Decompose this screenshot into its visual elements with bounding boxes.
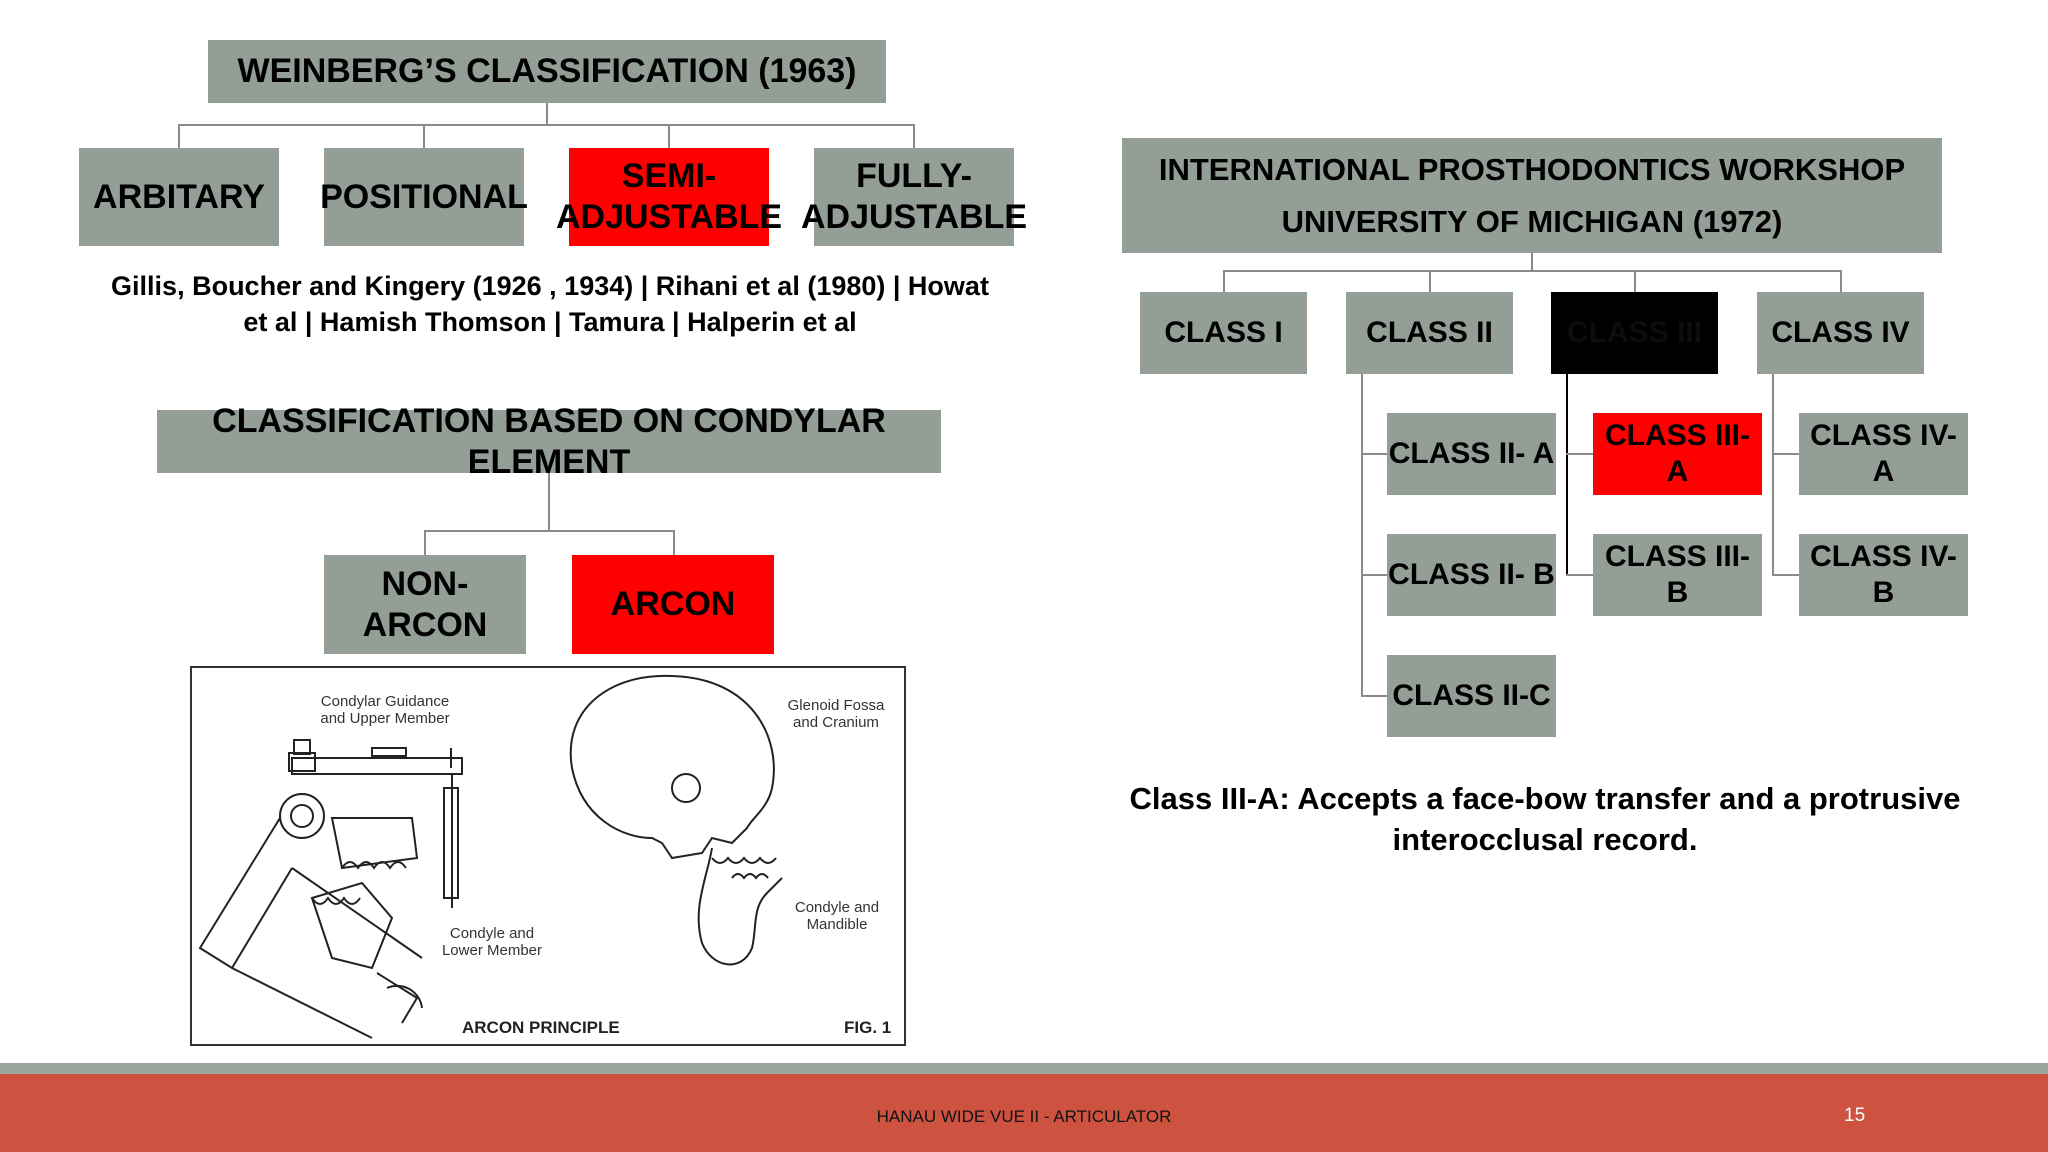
connector <box>1772 574 1799 576</box>
workshop-title-line2: UNIVERSITY OF MICHIGAN (1972) <box>1281 203 1783 239</box>
connector <box>1772 453 1799 455</box>
connector <box>1566 374 1568 576</box>
connector <box>424 530 675 532</box>
class-iii-a: CLASS III- A <box>1593 413 1762 495</box>
weinberg-semi-adjustable: SEMI-ADJUSTABLE <box>556 148 782 246</box>
connector <box>1223 270 1842 272</box>
connector <box>1223 270 1225 292</box>
class-iv: CLASS IV <box>1757 292 1924 374</box>
connector <box>1840 270 1842 292</box>
articulator-illustration <box>198 674 783 1039</box>
figure-label-glenoid-fossa: Glenoid Fossa and Cranium <box>787 697 885 731</box>
class-i: CLASS I <box>1140 292 1307 374</box>
class-ii-c: CLASS II-C <box>1387 655 1556 737</box>
class-iv-a: CLASS IV- A <box>1799 413 1968 495</box>
figure-label-condyle-mandible: Condyle and Mandible <box>794 899 880 933</box>
connector <box>1772 374 1774 576</box>
connector <box>1566 574 1593 576</box>
figure-label-condylar-guidance: Condylar Guidance and Upper Member <box>320 693 450 727</box>
connector <box>1566 453 1593 455</box>
arcon-principle-figure: Condylar Guidance and Upper Member Condy… <box>190 666 906 1046</box>
connector <box>178 124 180 148</box>
connector <box>1634 270 1636 292</box>
connector <box>1531 253 1533 271</box>
weinberg-positional: POSITIONAL <box>320 148 528 246</box>
page-number: 15 <box>1844 1105 1866 1126</box>
workshop-title-line1: INTERNATIONAL PROSTHODONTICS WORKSHOP <box>1158 151 1906 187</box>
connector <box>1361 453 1387 455</box>
connector <box>178 124 915 126</box>
footer-bar <box>0 1074 2048 1152</box>
weinberg-title: WEINBERG’S CLASSIFICATION (1963) <box>208 40 886 103</box>
class-iii: CLASS III <box>1551 292 1718 374</box>
weinberg-fully-adjustable: FULLY-ADJUSTABLE <box>801 148 1027 246</box>
condylar-non-arcon: NON-ARCON <box>324 555 526 654</box>
condylar-arcon: ARCON <box>572 555 774 654</box>
connector <box>1361 574 1387 576</box>
connector <box>673 530 675 555</box>
connector <box>1429 270 1431 292</box>
weinberg-arbitary: ARBITARY <box>79 148 279 246</box>
connector <box>1361 374 1363 696</box>
class-ii-b: CLASS II- B <box>1387 534 1556 616</box>
figure-number: FIG. 1 <box>844 1018 892 1037</box>
figure-caption: ARCON PRINCIPLE <box>462 1018 620 1037</box>
class-iv-b: CLASS IV- B <box>1799 534 1968 616</box>
weinberg-caption: Gillis, Boucher and Kingery (1926 , 1934… <box>111 271 989 337</box>
connector <box>424 530 426 555</box>
class-ii: CLASS II <box>1346 292 1513 374</box>
footer-stripe <box>0 1063 2048 1074</box>
connector <box>423 124 425 148</box>
connector <box>546 103 548 125</box>
class-iii-b: CLASS III- B <box>1593 534 1762 616</box>
connector <box>548 473 550 531</box>
footer-title: HANAU WIDE VUE II - ARTICULATOR <box>876 1107 1172 1126</box>
condylar-title: CLASSIFICATION BASED ON CONDYLAR ELEMENT <box>157 402 941 481</box>
workshop-title: INTERNATIONAL PROSTHODONTICS WORKSHOP UN… <box>1122 138 1942 253</box>
connector <box>1361 695 1387 697</box>
class-ii-a: CLASS II- A <box>1387 413 1556 495</box>
class-iii-a-note: Class III-A: Accepts a face-bow transfer… <box>1129 781 1961 857</box>
connector <box>913 124 915 148</box>
connector <box>668 124 670 148</box>
figure-label-condyle-lower-member: Condyle and Lower Member <box>441 925 543 959</box>
